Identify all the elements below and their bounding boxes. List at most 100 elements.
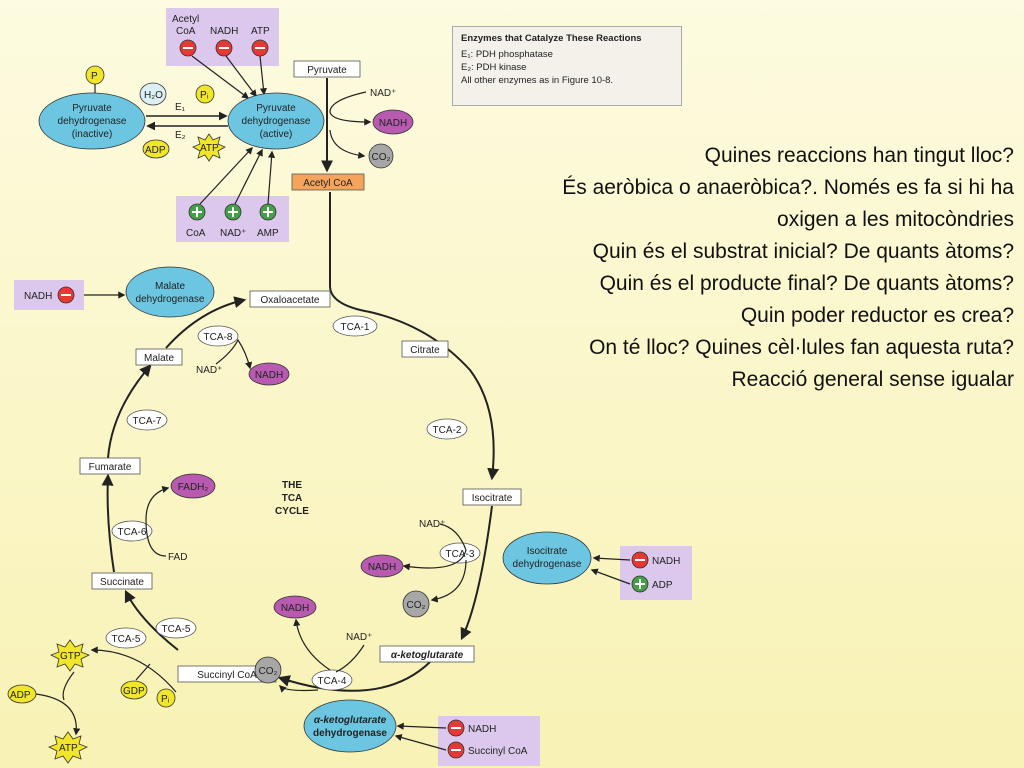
inhibitor-icon [631, 551, 649, 569]
pdh-inactive-enzyme [38, 92, 146, 150]
pdh-inactive-line1: Pyruvate [72, 103, 112, 114]
oxaloacetate-label: Oxaloacetate [261, 295, 320, 306]
water-label: H₂O [144, 90, 163, 101]
adp-circle [142, 139, 170, 159]
malate-dh-nadh-label: NADH [24, 291, 52, 302]
malate-dehydrogenase-enzyme [125, 266, 215, 318]
succinate-label: Succinate [100, 577, 144, 588]
tca4-co2-circle [254, 656, 282, 684]
akgdh-line1: α-ketoglutarate [314, 715, 387, 726]
pdh-inactive-line3: (inactive) [72, 129, 113, 140]
idh-adp-label: ADP [652, 580, 673, 591]
tca8-nadh-oval [248, 362, 290, 386]
questions-text-block: Quines reaccions han tingut lloc? És aer… [520, 140, 1014, 396]
coa-label: CoA [176, 26, 196, 37]
adp-label: ADP [145, 145, 166, 156]
question-line: On té lloc? Quines cèl·lules fan aquesta… [589, 336, 1014, 359]
idh-line2: dehydrogenase [513, 559, 582, 570]
akgdh-line2: dehydrogenase [313, 728, 387, 739]
activator-icon [188, 203, 206, 221]
tca-atp-label: ATP [59, 743, 78, 754]
tca4-nadh-label: NADH [281, 603, 309, 614]
amp-activator-label: AMP [257, 228, 279, 239]
fadh2-label: FADH₂ [178, 482, 209, 493]
tca3-nadh-label: NADH [368, 562, 396, 573]
pdh-active-line1: Pyruvate [256, 103, 296, 114]
citrate-label: Citrate [410, 345, 440, 356]
tca1-label: TCA-1 [341, 322, 370, 333]
phosphate-label: P [91, 71, 98, 82]
pyruvate-box [293, 60, 361, 78]
citrate-box [401, 340, 449, 358]
pdh-nad-label: NAD⁺ [370, 88, 396, 99]
tca1-step [332, 315, 378, 337]
atp-label-pdh: ATP [200, 143, 219, 154]
acetyl-coa-label: Acetyl CoA [303, 178, 353, 189]
pdh-nadh-label: NADH [379, 118, 407, 129]
enzymes-legend-title: Enzymes that Catalyze These Reactions [461, 33, 642, 44]
gdp-circle [120, 680, 148, 700]
tca3-step [439, 542, 481, 564]
tca5b-label: TCA-5 [162, 624, 191, 635]
tca3-nad-label: NAD⁺ [419, 519, 445, 530]
tca5-step [155, 617, 197, 639]
tca5-step [105, 627, 147, 649]
question-line: Quin poder reductor es crea? [740, 304, 1014, 327]
malate-dh-line1: Malate [155, 281, 185, 292]
tca3-nadh-oval [360, 554, 404, 578]
coa-activator-label: CoA [186, 228, 206, 239]
pdh-co2-circle [368, 143, 394, 169]
atp-star-icon [192, 133, 226, 162]
fumarate-label: Fumarate [89, 462, 132, 473]
tca3-label: TCA-3 [446, 549, 475, 560]
tca4-co2-label: CO₂ [259, 666, 278, 677]
pi-circle [195, 84, 215, 104]
inhibitor-icon [251, 39, 269, 57]
tca-pi-circle [156, 688, 176, 708]
enzymes-legend-line: All other enzymes as in Figure 10-8. [461, 75, 614, 86]
enzymes-legend-line: E₂: PDH kinase [461, 62, 527, 73]
tca7-step [126, 409, 168, 431]
enzymes-legend-box: Enzymes that Catalyze These Reactions E₁… [452, 26, 682, 106]
inhibitor-icon [215, 39, 233, 57]
question-line: Quines reaccions han tingut lloc? [704, 144, 1014, 167]
gtp-star-icon [50, 639, 90, 672]
question-line: Quin és el substrat inicial? De quants à… [592, 240, 1014, 263]
activator-icon [259, 203, 277, 221]
isocitrate-label: Isocitrate [472, 493, 513, 504]
nad-activator-label: NAD⁺ [220, 228, 246, 239]
tca8-label: TCA-8 [204, 332, 233, 343]
question-line: Reacció general sense igualar [731, 368, 1014, 391]
enzymes-legend-line: E₁: PDH phosphatase [461, 49, 553, 60]
tca-atp-star-icon [48, 731, 88, 764]
succinate-box [91, 572, 153, 590]
tca6-label: TCA-6 [118, 527, 147, 538]
malate-label: Malate [144, 353, 174, 364]
atp-label: ATP [251, 26, 270, 37]
isocitrate-box [462, 488, 522, 506]
tca2-label: TCA-2 [433, 425, 462, 436]
inhibitor-icon [447, 741, 465, 759]
tca7-label: TCA-7 [133, 416, 162, 427]
akgdh-succinyl-label: Succinyl CoA [468, 746, 528, 757]
tca4-step [311, 669, 353, 691]
malate-box [135, 348, 183, 366]
e1-label: E₁ [175, 102, 186, 113]
pdh-co2-label: CO₂ [372, 152, 391, 163]
tca4-nadh-oval [273, 595, 317, 619]
pdh-active-line3: (active) [260, 129, 293, 140]
inhibitor-icon [179, 39, 197, 57]
fumarate-box [79, 457, 141, 475]
tca2-step [426, 418, 468, 440]
activator-icon [224, 203, 242, 221]
pdh-active-enzyme [227, 92, 325, 150]
akg-box [379, 645, 475, 663]
tca4-nad-label: NAD⁺ [346, 632, 372, 643]
pdh-active-line2: dehydrogenase [242, 116, 311, 127]
akg-label: α-ketoglutarate [391, 650, 464, 661]
tca-adp-label: ADP [10, 690, 31, 701]
gtp-label: GTP [60, 651, 81, 662]
akg-dehydrogenase-enzyme [303, 699, 397, 753]
question-line: És aeròbica o anaeròbica?. Només es fa s… [562, 176, 1014, 231]
idh-regulator-panel [620, 546, 692, 600]
